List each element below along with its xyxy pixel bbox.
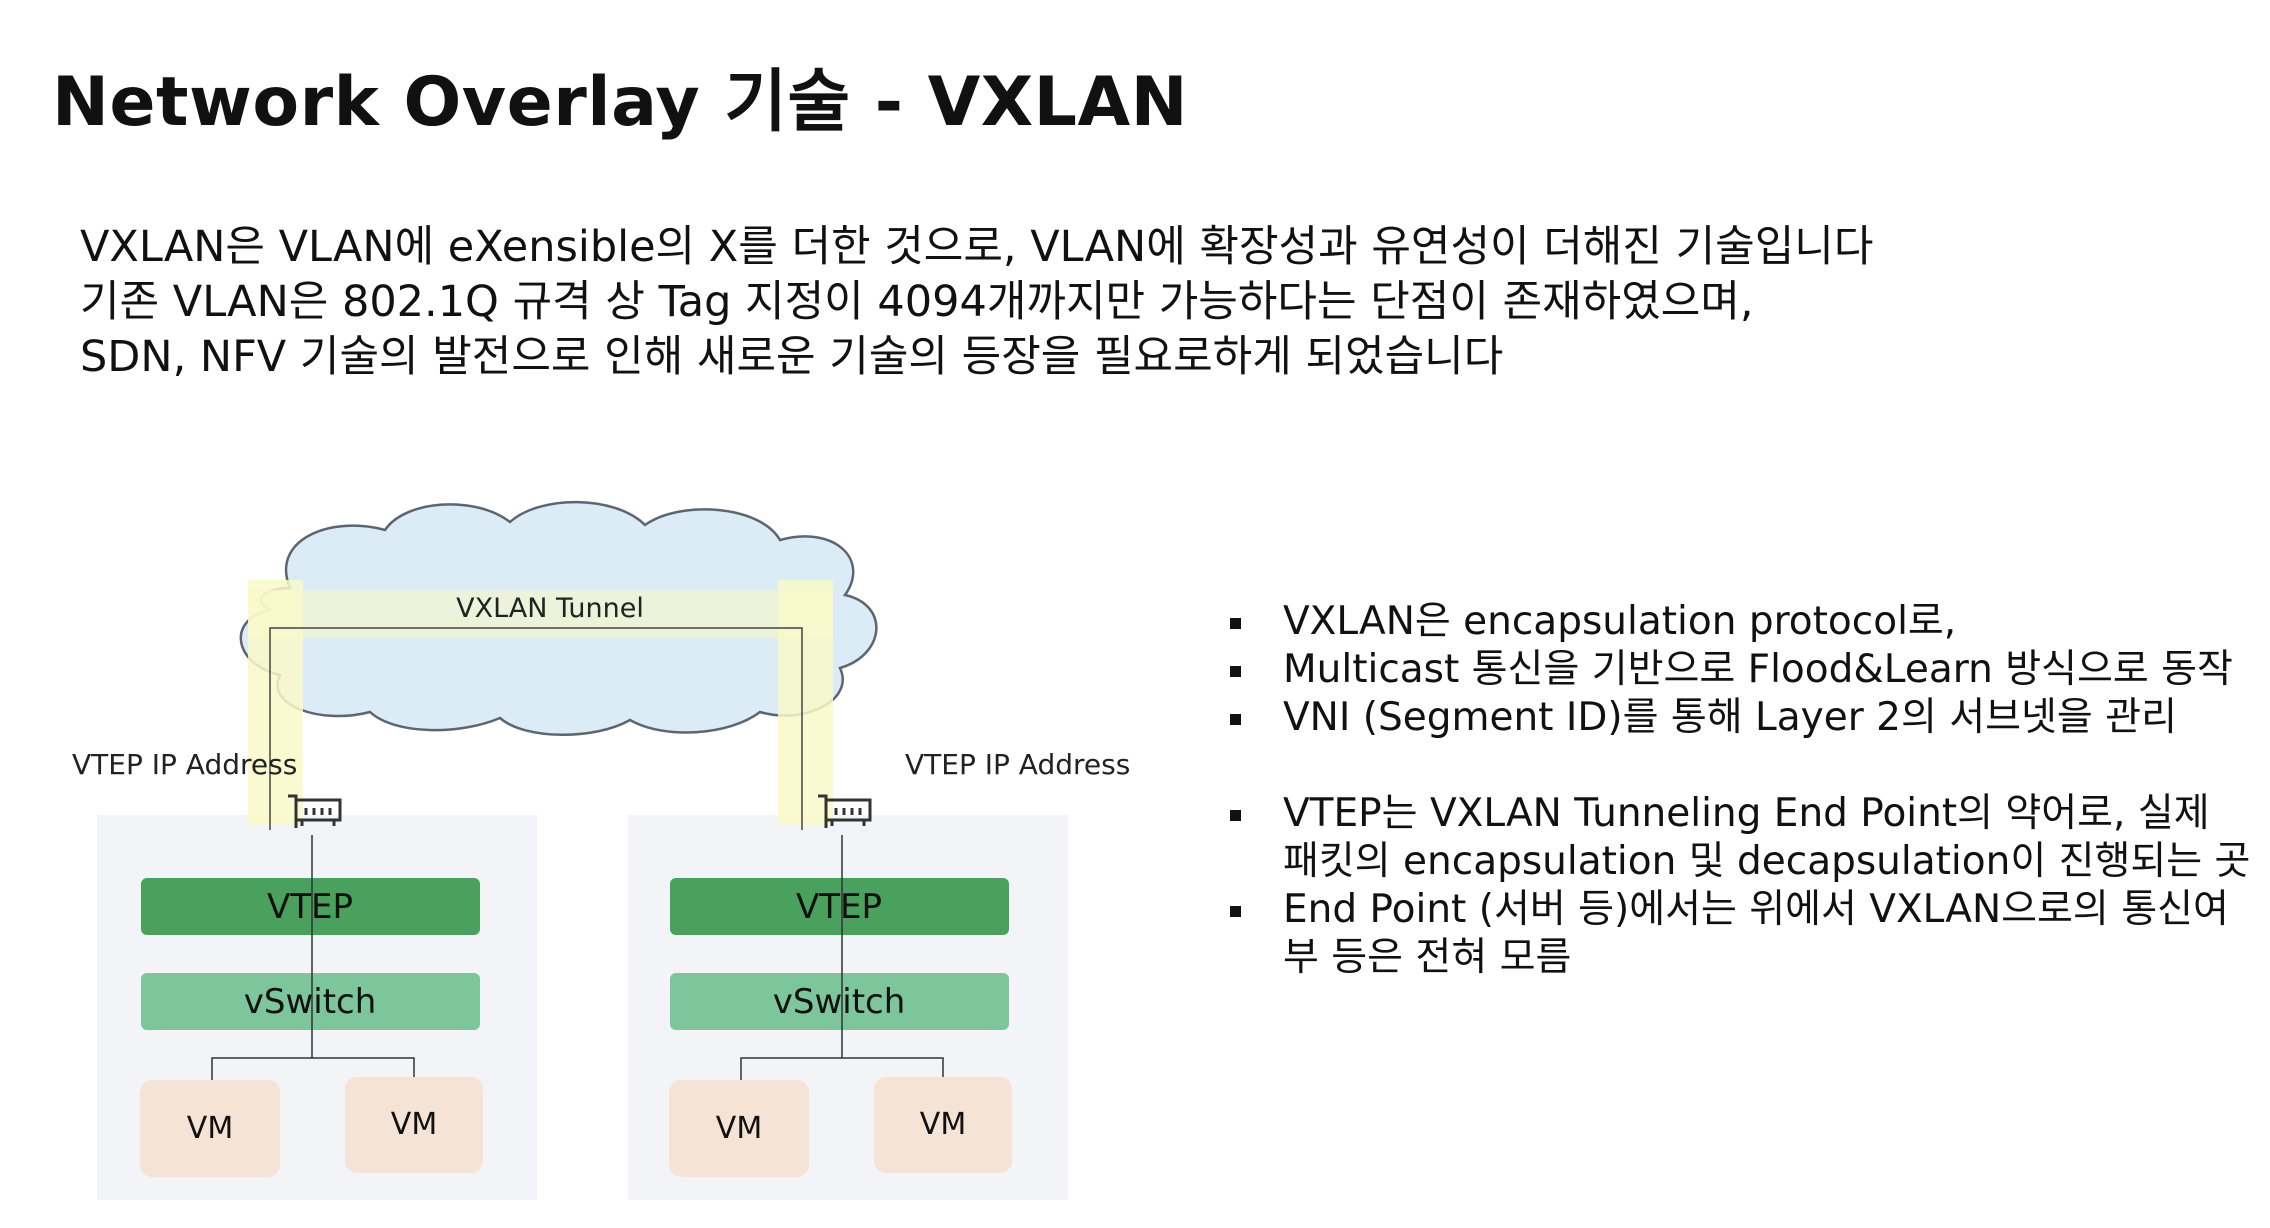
left-vswitch-box (141, 973, 480, 1030)
bullet-gap (1228, 742, 2250, 790)
left-vswitch-label: vSwitch (244, 982, 377, 1022)
left-vm-box (140, 1080, 280, 1177)
bullet-item: VXLAN은 encapsulation protocol로, (1228, 598, 2250, 646)
bullet-item: End Point (서버 등)에서는 위에서 VXLAN으로의 통신여 (1228, 886, 2250, 934)
bullet-continuation: 패킷의 encapsulation 및 decapsulation이 진행되는 … (1283, 839, 2251, 884)
left-vm-label: VM (187, 1111, 233, 1146)
right-vtep-ip-label: VTEP IP Address (905, 748, 1130, 781)
left-vm-box (345, 1077, 483, 1173)
right-vm-box (669, 1080, 809, 1177)
left-vtep-label: VTEP (267, 887, 353, 927)
top-tunnel-glow (248, 590, 833, 638)
right-vtep-box (670, 878, 1009, 935)
right-vm-label: VM (716, 1111, 762, 1146)
intro-line: 기존 VLAN은 802.1Q 규격 상 Tag 지정이 4094개까지만 가능… (80, 277, 1754, 327)
intro-line: VXLAN은 VLAN에 eXensible의 X를 더한 것으로, VLAN에… (80, 222, 1874, 272)
right-vswitch-box (670, 973, 1009, 1030)
bullet-item: VTEP는 VXLAN Tunneling End Point의 약어로, 실제 (1228, 790, 2250, 838)
left-host-connectors (211, 835, 415, 1080)
intro-text: VXLAN은 VLAN에 eXensible의 X를 더한 것으로, VLAN에… (80, 220, 1873, 385)
right-vm-label: VM (920, 1107, 966, 1142)
right-vtep-label: VTEP (796, 887, 882, 927)
left-vtep-box (141, 878, 480, 935)
right-host-connectors (740, 835, 944, 1080)
intro-line: SDN, NFV 기술의 발전으로 인해 새로운 기술의 등장을 필요로하게 되… (80, 332, 1504, 382)
bullet-list: VXLAN은 encapsulation protocol로, Multicas… (1228, 598, 2250, 982)
network-card-icon (288, 794, 342, 828)
tunnel-label: VXLAN Tunnel (456, 593, 644, 624)
tunnel-line (269, 627, 803, 830)
bullet-continuation: 부 등은 전혀 모름 (1283, 935, 1572, 980)
left-vm-label: VM (391, 1107, 437, 1142)
right-vswitch-label: vSwitch (773, 982, 906, 1022)
network-card-icon (818, 794, 872, 828)
bullet-item: Multicast 통신을 기반으로 Flood&Learn 방식으로 동작 (1228, 646, 2250, 694)
right-vm-box (874, 1077, 1012, 1173)
left-vtep-ip-label: VTEP IP Address (72, 748, 297, 781)
page-title: Network Overlay 기술 - VXLAN (52, 63, 1189, 142)
bullet-item: VNI (Segment ID)를 통해 Layer 2의 서브넷을 관리 (1228, 694, 2250, 742)
